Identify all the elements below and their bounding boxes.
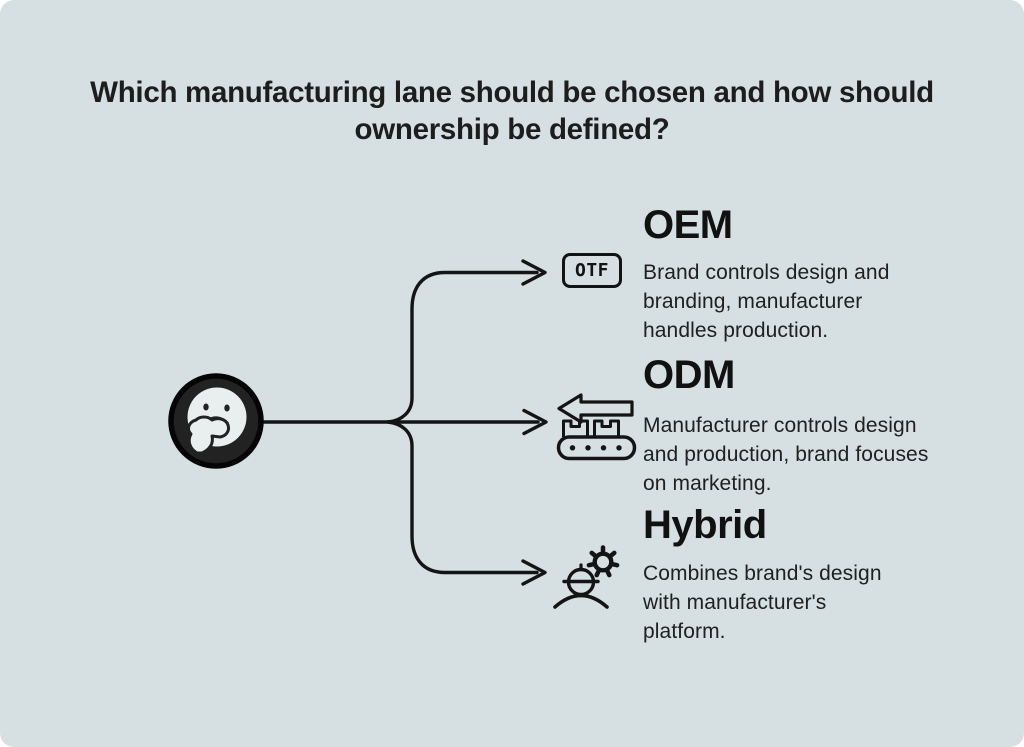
desc-line: Brand controls design and [643, 261, 890, 284]
otf-badge-icon: OTF [562, 253, 622, 288]
branch-description-oem: Brand controls design and branding, manu… [643, 258, 890, 345]
desc-line: branding, manufacturer [643, 290, 863, 313]
desc-line: handles production. [643, 319, 829, 342]
thinking-face-icon [168, 373, 264, 469]
branch-description-hybrid: Combines brand's design with manufacture… [643, 559, 882, 646]
arrow-right-icon [521, 559, 547, 586]
arrow-right-icon [522, 408, 548, 436]
branch-heading-odm: ODM [643, 353, 735, 397]
page-title-line-1: Which manufacturing lane should be chose… [90, 76, 934, 109]
desc-line: Manufacturer controls design [643, 414, 917, 437]
engineer-gear-icon [553, 545, 620, 609]
connector-top [386, 270, 539, 424]
branch-heading-hybrid: Hybrid [643, 503, 767, 547]
page-title-line-2: ownership be defined? [354, 113, 670, 146]
page-title: Which manufacturing lane should be chose… [0, 74, 1024, 148]
left-arrow-icon [557, 393, 634, 424]
branch-heading-oem: OEM [643, 203, 733, 247]
gear-icon [586, 545, 620, 578]
desc-line: with manufacturer's [643, 591, 827, 614]
conveyor-belt-arrow-icon [556, 393, 637, 461]
desc-line: Combines brand's design [643, 562, 882, 585]
flow-connector-lines [261, 259, 548, 586]
connector-bottom [386, 420, 539, 575]
otf-badge-label: OTF [574, 260, 609, 281]
desc-line: platform. [643, 620, 726, 643]
desc-line: on marketing. [643, 472, 772, 495]
desc-line: and production, brand focuses [643, 443, 929, 466]
branch-description-odm: Manufacturer controls design and product… [643, 411, 928, 498]
arrow-right-icon [521, 259, 547, 286]
thinking-hand [187, 415, 230, 455]
